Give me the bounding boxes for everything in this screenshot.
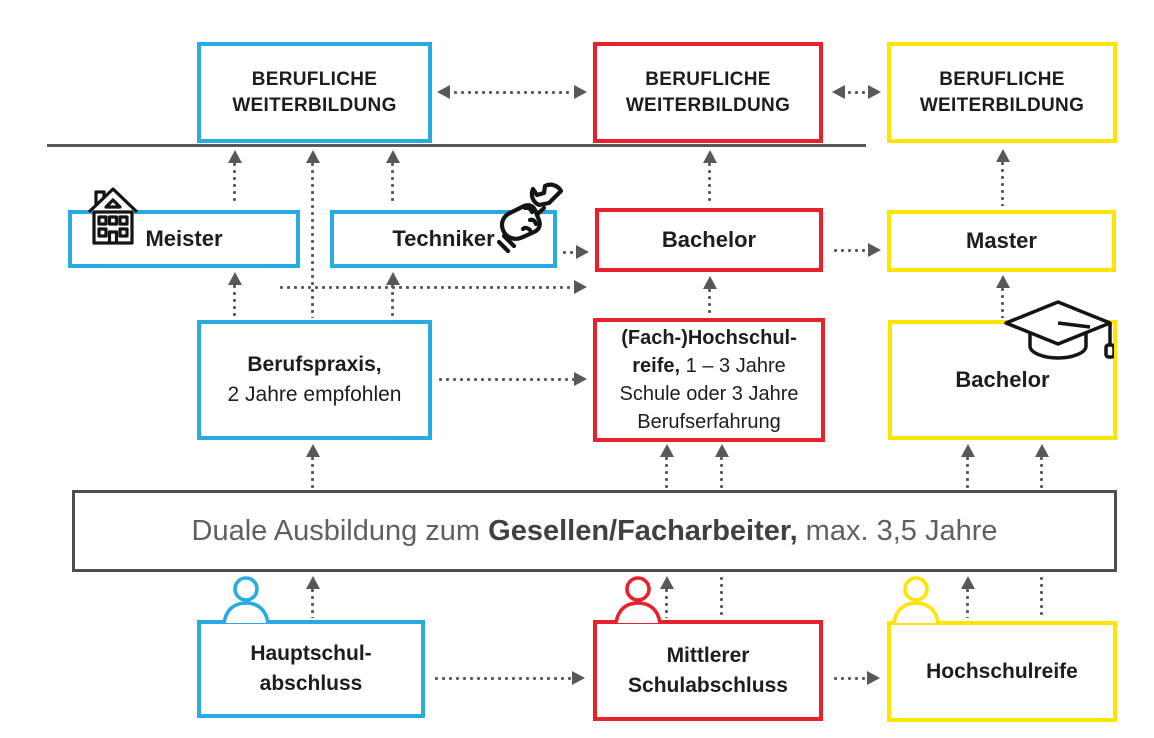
arrow-master-to-weiterbildung [1000, 160, 1005, 206]
arrow-hauptschul-to-duale-head [306, 576, 320, 589]
person-icon [614, 576, 662, 623]
weiterbildung-yellow-label: BERUFLICHE WEITERBILDUNG [919, 68, 1085, 116]
techniker-label: Techniker [392, 226, 495, 251]
master-label: Master [966, 228, 1037, 253]
arrow-weiterbildung-blue-red-right-head [574, 85, 587, 99]
arrow-duale-to-berufspraxis-head [306, 444, 320, 457]
arrow-bachelor-uni-to-master-head [996, 275, 1010, 288]
arrow-meister-to-weiterbildung-head [228, 150, 242, 163]
arrow-mittlerer-to-fach-hochschulreife-lower [719, 575, 724, 619]
arrow-hochschulreife-to-duale [965, 587, 970, 618]
arrow-techniker-to-bachelor-fh-head [576, 245, 589, 259]
arrow-mittlerer-to-duale-head [660, 576, 674, 589]
arrow-hochschulreife-to-bachelor-uni-head [1035, 444, 1049, 457]
arrow-mittlerer-to-hochschulreife-head [867, 671, 880, 685]
arrow-master-to-weiterbildung-head [996, 149, 1010, 162]
weiterbildung-divider-line [47, 144, 866, 147]
meister-label: Meister [145, 226, 223, 251]
box-weiterbildung-yellow: BERUFLICHE WEITERBILDUNG [887, 42, 1117, 143]
arrow-mittlerer-to-fach-hochschulreife-upper [719, 455, 724, 488]
arrow-berufspraxis-to-meister [232, 283, 237, 318]
bachelor-uni-label: Bachelor [955, 367, 1050, 392]
arrow-techniker-to-weiterbildung [390, 161, 395, 205]
arrow-duale-to-bachelor-uni [965, 455, 970, 488]
arrow-weiterbildung-red-yellow [846, 90, 867, 95]
arrow-weiterbildung-blue-red-left-head [437, 85, 450, 99]
graduation-cap-icon [1004, 300, 1114, 360]
arrow-meister-to-weiterbildung [232, 161, 237, 205]
arrow-meister-techniker-to-bachelor-fh [278, 285, 574, 290]
arrow-hauptschul-to-mittlerer [433, 676, 572, 681]
box-master: Master [887, 210, 1116, 272]
arrow-weiterbildung-red-yellow-right-head [868, 85, 881, 99]
arrow-techniker-to-weiterbildung-head [386, 150, 400, 163]
box-hochschulreife: Hochschulreife [887, 621, 1117, 722]
arrow-bachelor-fh-to-master [832, 248, 868, 253]
arrow-berufspraxis-to-weiterbildung-head [306, 150, 320, 163]
box-berufspraxis: Berufspraxis, 2 Jahre empfohlen [197, 320, 432, 440]
arrow-berufspraxis-to-meister-head [228, 272, 242, 285]
arrow-duale-to-bachelor-uni-head [961, 444, 975, 457]
arrow-techniker-to-bachelor-fh [561, 250, 576, 255]
hauptschulabschluss-label: Hauptschul- abschluss [250, 642, 372, 695]
hand-wrench-icon [496, 182, 564, 254]
arrow-berufspraxis-to-fach-hochschulreife-head [574, 372, 587, 386]
arrow-duale-to-fach-hochschulreife [664, 455, 669, 488]
fach-hochschulreife-label: (Fach-)Hochschul- reife,1 – 3 Jahre Schu… [619, 327, 799, 433]
arrow-hochschulreife-to-bachelor-uni-upper [1039, 455, 1044, 488]
arrow-weiterbildung-red-yellow-left-head [832, 85, 845, 99]
arrow-hauptschul-to-mittlerer-head [572, 671, 585, 685]
person-icon [222, 576, 270, 623]
berufspraxis-label: Berufspraxis, 2 Jahre empfohlen [227, 353, 402, 406]
mittlerer-schulabschluss-label: Mittlerer Schulabschluss [628, 643, 788, 697]
arrow-hauptschul-to-duale [310, 587, 315, 618]
arrow-mittlerer-to-duale [664, 587, 669, 618]
weiterbildung-red-label: BERUFLICHE WEITERBILDUNG [625, 68, 791, 116]
arrow-meister-techniker-to-bachelor-fh-head [574, 280, 587, 294]
box-hauptschulabschluss: Hauptschul- abschluss [197, 620, 425, 718]
box-bachelor-fh: Bachelor [595, 208, 823, 272]
arrow-berufspraxis-to-techniker [390, 283, 395, 318]
arrow-hochschulreife-to-bachelor-fh [707, 287, 712, 316]
hochschulreife-label: Hochschulreife [926, 659, 1078, 683]
arrow-duale-to-fach-hochschulreife-head [660, 444, 674, 457]
box-weiterbildung-red: BERUFLICHE WEITERBILDUNG [593, 42, 823, 143]
box-duale-ausbildung: Duale Ausbildung zum Gesellen/Facharbeit… [72, 490, 1117, 572]
arrow-bachelor-fh-to-weiterbildung [707, 161, 712, 205]
duale-ausbildung-label: Duale Ausbildung zum Gesellen/Facharbeit… [191, 514, 998, 547]
arrow-hochschulreife-to-bachelor-uni-lower [1039, 575, 1044, 619]
arrow-mittlerer-to-fach-hochschulreife-head [715, 444, 729, 457]
house-icon [87, 187, 139, 245]
arrow-hochschulreife-to-bachelor-fh-head [703, 276, 717, 289]
weiterbildung-blue-label: BERUFLICHE WEITERBILDUNG [232, 68, 397, 116]
bachelor-fh-label: Bachelor [661, 227, 757, 252]
arrow-bachelor-fh-to-weiterbildung-head [703, 150, 717, 163]
box-fach-hochschulreife: (Fach-)Hochschul- reife,1 – 3 Jahre Schu… [593, 318, 825, 442]
arrow-weiterbildung-blue-red [452, 90, 573, 95]
arrow-bachelor-fh-to-master-head [868, 243, 881, 257]
person-icon [892, 576, 940, 623]
box-weiterbildung-blue: BERUFLICHE WEITERBILDUNG [197, 42, 432, 143]
arrow-hochschulreife-to-duale-head [961, 576, 975, 589]
arrow-berufspraxis-to-weiterbildung [310, 161, 315, 318]
arrow-duale-to-berufspraxis [310, 455, 315, 488]
arrow-bachelor-uni-to-master [1000, 286, 1005, 318]
arrow-berufspraxis-to-techniker-head [386, 272, 400, 285]
arrow-berufspraxis-to-fach-hochschulreife [437, 377, 574, 382]
box-mittlerer-schulabschluss: Mittlerer Schulabschluss [593, 620, 823, 721]
arrow-mittlerer-to-hochschulreife [832, 676, 867, 681]
